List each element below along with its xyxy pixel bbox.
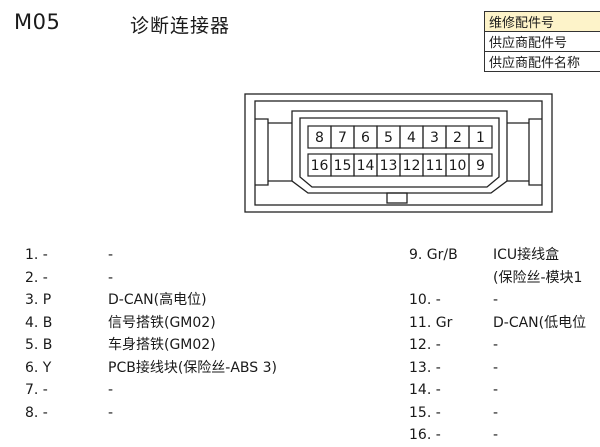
pin-list-row: 4. B 信号搭铁(GM02) bbox=[25, 312, 405, 335]
page-title: 诊断连接器 bbox=[130, 11, 230, 38]
pin-number: 12 bbox=[403, 158, 421, 174]
pin-list-row: 5. B 车身搭铁(GM02) bbox=[25, 334, 405, 357]
pin-list-number: 6. Y bbox=[25, 357, 51, 380]
pin-list-row: 9. Gr/B ICU接线盒 bbox=[409, 244, 600, 267]
part-info-label: 供应商配件号 bbox=[485, 32, 600, 52]
pin-list-signal: - bbox=[493, 424, 498, 447]
part-info-row: 维修配件号 bbox=[485, 12, 600, 32]
pin-list-number: 10. - bbox=[409, 289, 441, 312]
pin-list-signal: (保险丝-模块1 bbox=[493, 267, 582, 290]
connector-code: M05 bbox=[14, 10, 60, 34]
pin-list-row: 16. - - bbox=[409, 424, 600, 447]
pin-list-number: 4. B bbox=[25, 312, 52, 335]
pin-list-number: 12. - bbox=[409, 334, 441, 357]
pin-list-signal: - bbox=[493, 334, 498, 357]
pin-list-row: 8. - - bbox=[25, 402, 405, 425]
right-latch-rails bbox=[507, 123, 529, 181]
pin-list-number: 3. P bbox=[25, 289, 51, 312]
pin-list-signal: D-CAN(低电位 bbox=[493, 312, 586, 335]
connector-housing bbox=[245, 94, 552, 212]
pin-number: 11 bbox=[426, 158, 444, 174]
pin-list-signal: 信号搭铁(GM02) bbox=[108, 312, 216, 335]
pin-number: 3 bbox=[430, 130, 439, 146]
pin-list-number: 14. - bbox=[409, 379, 441, 402]
pin-list-row: 11. Gr D-CAN(低电位 bbox=[409, 312, 600, 335]
pin-list-signal: ICU接线盒 bbox=[493, 244, 559, 267]
pin-list-number: 7. - bbox=[25, 379, 48, 402]
pin-list-number: 9. Gr/B bbox=[409, 244, 458, 267]
pin-number: 10 bbox=[449, 158, 467, 174]
pin-row-bottom: 16 15 14 13 12 11 10 9 bbox=[308, 154, 492, 176]
pin-list-number: 11. Gr bbox=[409, 312, 452, 335]
pin-list-signal: - bbox=[108, 402, 113, 425]
pin-list-number: 5. B bbox=[25, 334, 52, 357]
pin-number: 9 bbox=[476, 158, 485, 174]
right-latch bbox=[529, 119, 542, 185]
plug-face bbox=[292, 111, 507, 193]
pin-number: 15 bbox=[334, 158, 352, 174]
pin-list-signal: - bbox=[108, 379, 113, 402]
pin-list-row: 3. P D-CAN(高电位) bbox=[25, 289, 405, 312]
pin-list-row: 2. - - bbox=[25, 267, 405, 290]
pin-number: 7 bbox=[338, 130, 347, 146]
pin-list-row: (保险丝-模块1 bbox=[409, 267, 600, 290]
pin-number: 5 bbox=[384, 130, 393, 146]
pin-list-number: 8. - bbox=[25, 402, 48, 425]
pin-list-number: 16. - bbox=[409, 424, 441, 447]
pin-list-row: 6. Y PCB接线块(保险丝-ABS 3) bbox=[25, 357, 405, 380]
pin-list-signal: - bbox=[493, 289, 498, 312]
part-info-row: 供应商配件号 bbox=[485, 32, 600, 52]
pin-number: 16 bbox=[311, 158, 329, 174]
part-info-label: 供应商配件名称 bbox=[485, 52, 600, 72]
pin-number: 6 bbox=[361, 130, 370, 146]
pin-number: 8 bbox=[315, 130, 324, 146]
pin-list-signal: PCB接线块(保险丝-ABS 3) bbox=[108, 357, 277, 380]
pin-number: 2 bbox=[453, 130, 462, 146]
pin-number: 1 bbox=[476, 130, 485, 146]
pin-list-row: 1. - - bbox=[25, 244, 405, 267]
pin-list-number: 2. - bbox=[25, 267, 48, 290]
pin-list-signal: - bbox=[108, 244, 113, 267]
pin-number: 14 bbox=[357, 158, 375, 174]
pin-list-signal: 车身搭铁(GM02) bbox=[108, 334, 216, 357]
left-latch-rails bbox=[268, 123, 292, 181]
pin-list-signal: D-CAN(高电位) bbox=[108, 289, 207, 312]
pin-list-row: 13. - - bbox=[409, 357, 600, 380]
pin-list-number: 15. - bbox=[409, 402, 441, 425]
pin-list-signal: - bbox=[493, 379, 498, 402]
pin-list-number: 13. - bbox=[409, 357, 441, 380]
pin-list-signal: - bbox=[493, 357, 498, 380]
pin-list-signal: - bbox=[493, 402, 498, 425]
pin-list-row: 14. - - bbox=[409, 379, 600, 402]
pin-number: 4 bbox=[407, 130, 416, 146]
pin-list-row: 15. - - bbox=[409, 402, 600, 425]
part-info-row: 供应商配件名称 bbox=[485, 52, 600, 72]
part-info-table: 维修配件号 供应商配件号 供应商配件名称 bbox=[484, 11, 600, 72]
pin-list-signal: - bbox=[108, 267, 113, 290]
left-latch bbox=[255, 119, 268, 185]
pin-list-right: 9. Gr/B ICU接线盒(保险丝-模块1 10. - - 11. Gr D-CAN(低… bbox=[409, 244, 600, 447]
pin-list-number: 1. - bbox=[25, 244, 48, 267]
key-tab bbox=[387, 193, 407, 203]
pin-list-row: 10. - - bbox=[409, 289, 600, 312]
pin-list-row: 7. - - bbox=[25, 379, 405, 402]
pin-list-row: 12. - - bbox=[409, 334, 600, 357]
part-info-label: 维修配件号 bbox=[485, 12, 600, 32]
pin-number: 13 bbox=[380, 158, 398, 174]
